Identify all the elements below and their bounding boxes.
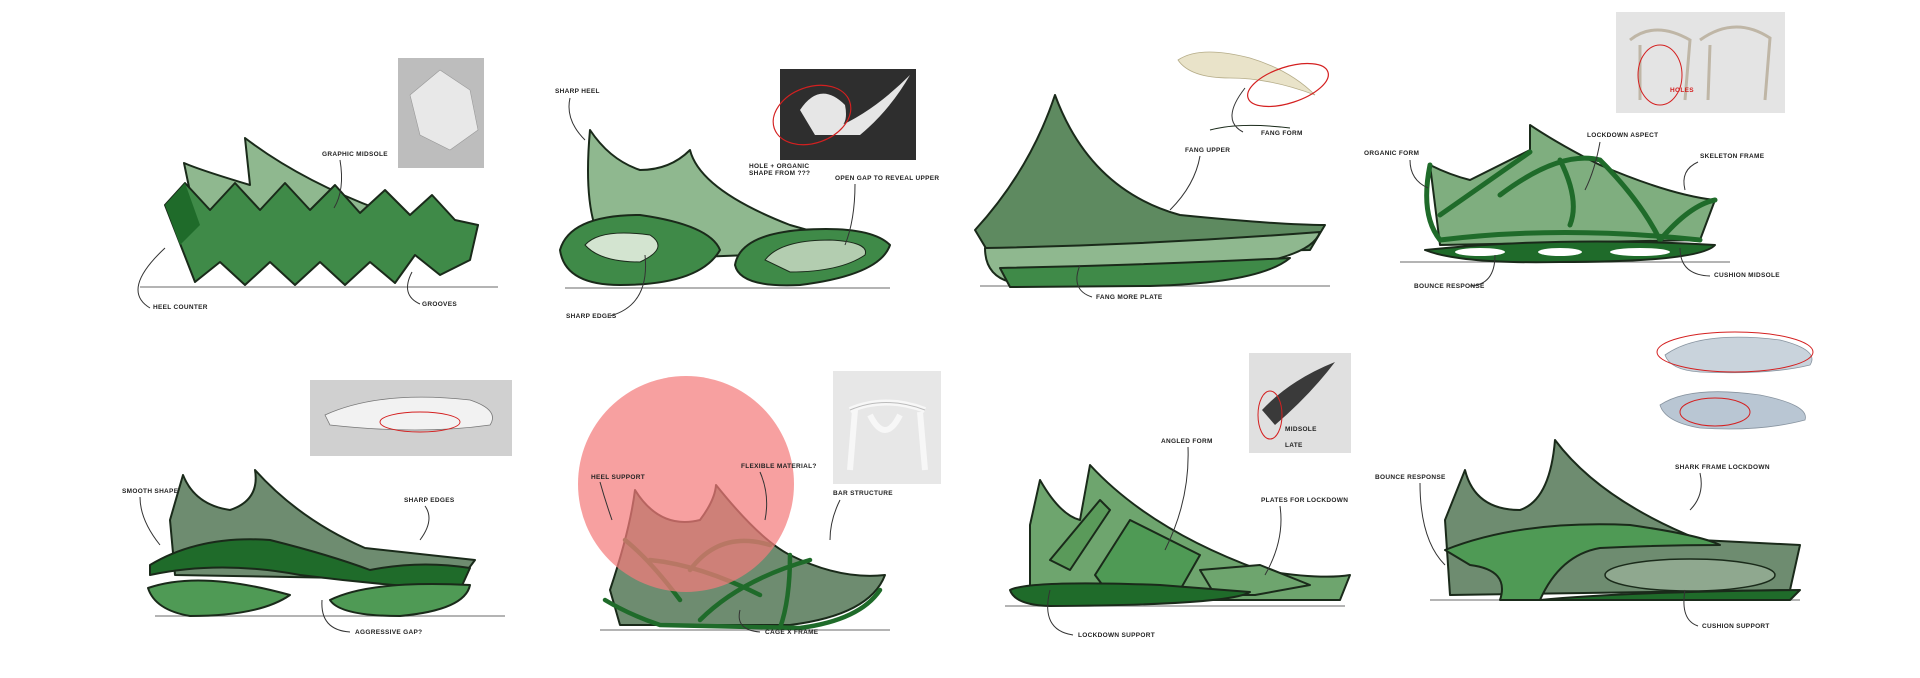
label-plates-for-lockdown: PLATES FOR LOCKDOWN [1261, 497, 1348, 504]
sketch-panel-1: GRAPHIC MIDSOLE HEEL COUNTER GROOVES [137, 58, 498, 311]
label-cushion-midsole: CUSHION MIDSOLE [1714, 272, 1780, 279]
label-smooth-shape: SMOOTH SHAPE [122, 488, 179, 495]
label-shark-frame-lockdown: SHARK FRAME LOCKDOWN [1675, 464, 1770, 471]
red-annotation-ellipse [1637, 44, 1683, 106]
label-lockdown-support: LOCKDOWN SUPPORT [1078, 632, 1155, 639]
label-skeleton-frame: SKELETON FRAME [1700, 153, 1765, 160]
label-heel-support: HEEL SUPPORT [591, 474, 645, 481]
red-annotation-ellipse [772, 84, 852, 146]
red-annotation-ellipse [1257, 390, 1283, 440]
shoe-4-skeleton-frame [1424, 149, 1718, 243]
label-fang-more-plate: FANG MORE PLATE [1096, 294, 1163, 301]
label-sharp-edges-2: SHARP EDGES [404, 497, 455, 504]
label-open-gap: OPEN GAP TO REVEAL UPPER [835, 175, 939, 182]
label-cage-x-frame: CAGE X FRAME [765, 629, 819, 636]
white-ribbon-form [800, 75, 910, 135]
red-highlight-circle [578, 376, 794, 592]
label-midsole-ref: MIDSOLE [1285, 426, 1317, 433]
shoe-8-cushion-pod [1604, 558, 1776, 592]
sketch-panel-8: BOUNCE RESPONSE SHARK FRAME LOCKDOWN CUS… [1375, 331, 1814, 630]
label-shape-from: SHAPE FROM ??? [749, 170, 810, 177]
label-bar-structure: BAR STRUCTURE [833, 490, 893, 497]
shoe-5-fore-pod [329, 583, 471, 617]
label-organic-form: ORGANIC FORM [1364, 150, 1419, 157]
sketch-panel-6: HEEL SUPPORT FLEXIBLE MATERIAL? BAR STRU… [578, 371, 941, 636]
reference-photo-organic-shape [780, 69, 916, 160]
label-graphic-midsole: GRAPHIC MIDSOLE [322, 151, 388, 158]
shoe-5-wave-layer [149, 538, 471, 591]
red-annotation-ellipse [1247, 62, 1329, 108]
shoe-3-fang-upper [974, 94, 1326, 256]
reference-photo-angled-form [1249, 353, 1351, 453]
label-holes: HOLES [1670, 87, 1694, 94]
shoe-8-shark-frame [1444, 523, 1721, 601]
red-annotation-ellipse [1656, 331, 1814, 373]
label-flexible-material: FLEXIBLE MATERIAL? [741, 463, 817, 470]
sketch-panel-7: MIDSOLE LATE ANGLED FORM PLATES FOR LOCK… [1005, 353, 1351, 639]
label-grooves: GROOVES [422, 301, 457, 308]
folded-paper-form [409, 69, 479, 151]
chair-right [1699, 25, 1772, 101]
shoe-7-midsole [1009, 582, 1251, 607]
pod-render-bottom [1659, 391, 1806, 430]
fang-reference-render [1177, 51, 1316, 96]
pod-render-top [1664, 336, 1813, 374]
sketch-panel-4: HOLES ORGANIC FORM LOCKDOWN ASPECT SKELE… [1364, 12, 1785, 290]
label-sharp-heel: SHARP HEEL [555, 88, 600, 95]
label-fang-form: FANG FORM [1261, 130, 1303, 137]
sketch-panel-3: FANG FORM FANG UPPER FANG MORE PLATE [974, 51, 1330, 301]
chair-left [1629, 28, 1692, 101]
angled-form-render [1262, 362, 1335, 425]
red-annotation-ellipse-2 [1679, 397, 1751, 427]
label-aggressive-gap: AGGRESSIVE GAP? [355, 629, 422, 636]
shoe-1-midsole [164, 182, 479, 286]
label-cushion-support: CUSHION SUPPORT [1702, 623, 1770, 630]
sketch-panel-2: SHARP HEEL HOLE + ORGANIC SHAPE FROM ???… [555, 69, 939, 320]
label-late: LATE [1285, 442, 1303, 449]
label-fang-upper: FANG UPPER [1185, 147, 1230, 154]
label-angled-form: ANGLED FORM [1161, 438, 1213, 445]
shoe-7-plate-1 [1049, 499, 1111, 571]
label-heel-counter: HEEL COUNTER [153, 304, 208, 311]
label-bounce-response-2: BOUNCE RESPONSE [1375, 474, 1446, 481]
label-lockdown-aspect: LOCKDOWN ASPECT [1587, 132, 1658, 139]
shoe-5-heel-pod [147, 579, 291, 617]
label-sharp-edges: SHARP EDGES [566, 313, 617, 320]
sketch-panel-5: SMOOTH SHAPE SHARP EDGES AGGRESSIVE GAP? [122, 380, 512, 636]
red-annotation-ellipse [379, 411, 461, 433]
label-bounce-response: BOUNCE RESPONSE [1414, 283, 1485, 290]
label-hole-organic: HOLE + ORGANIC [749, 163, 809, 170]
